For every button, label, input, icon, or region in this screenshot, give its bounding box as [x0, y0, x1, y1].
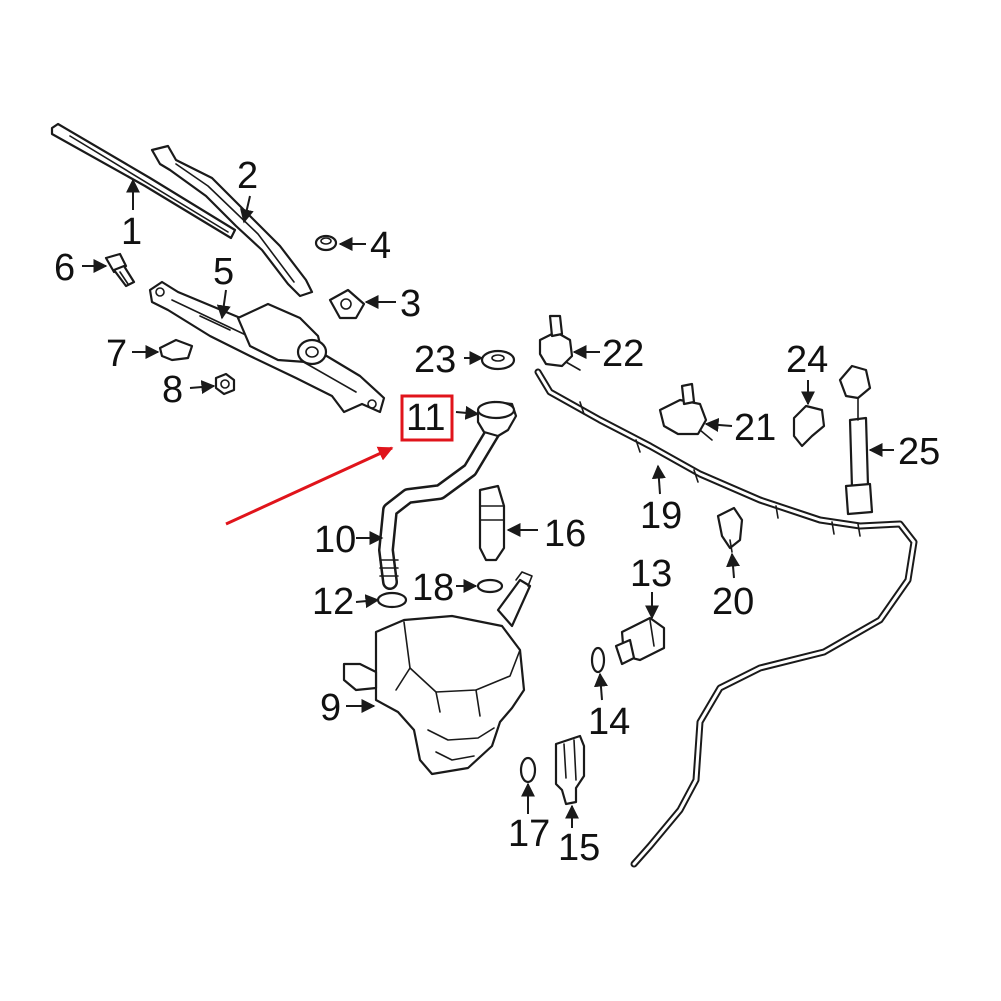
part-23-grommet[interactable]: [480, 349, 516, 371]
callout-23: 23: [414, 339, 456, 381]
callout-19: 19: [640, 495, 682, 537]
part-13-level-sensor[interactable]: [614, 616, 666, 666]
part-21-washer-nozzle[interactable]: [658, 382, 713, 441]
part-6-bolt[interactable]: [104, 252, 136, 288]
callout-21: 21: [734, 407, 776, 449]
callout-18: 18: [412, 567, 454, 609]
highlight-target: [225, 394, 454, 526]
part-18-grommet[interactable]: [476, 578, 504, 594]
callout-25: 25: [898, 431, 940, 473]
callout-17: 17: [508, 813, 550, 855]
part-9-washer-reservoir[interactable]: [342, 571, 533, 776]
part-17-grommet[interactable]: [519, 756, 537, 784]
callout-4: 4: [370, 225, 391, 267]
part-4-cap[interactable]: [314, 234, 338, 252]
callout-6: 6: [54, 247, 75, 289]
callout-5: 5: [213, 251, 234, 293]
highlight-box: [400, 394, 454, 442]
callout-1: 1: [121, 211, 142, 253]
callout-8: 8: [162, 369, 183, 411]
callout-9: 9: [320, 687, 341, 729]
part-16-pump-motor[interactable]: [478, 484, 506, 562]
callout-14: 14: [588, 701, 630, 743]
part-3-pad-hole: [340, 298, 352, 310]
callout-labels: 1 2 3 4 5 6 7 8 9 10 11 12 13 14 15 16 1…: [54, 155, 940, 869]
part-20-hose-clip[interactable]: [716, 506, 744, 553]
leader-lines: [82, 178, 894, 828]
highlight-arrow: [225, 446, 394, 526]
part-24-nozzle-bracket[interactable]: [792, 404, 826, 448]
callout-12: 12: [312, 581, 354, 623]
part-7-clip[interactable]: [158, 338, 194, 362]
part-11-filler-cap[interactable]: [476, 400, 518, 438]
callout-16: 16: [544, 513, 586, 555]
part-1-wiper-blade[interactable]: [50, 122, 237, 240]
part-25-headlamp-washer-nozzle[interactable]: [838, 364, 874, 516]
part-3-pad[interactable]: [328, 288, 366, 320]
callout-11: 11: [406, 397, 445, 439]
callout-13: 13: [630, 553, 672, 595]
callout-24: 24: [786, 339, 828, 381]
callout-3: 3: [400, 283, 421, 325]
callout-10: 10: [314, 519, 356, 561]
part-19-washer-hose[interactable]: [534, 368, 918, 868]
part-14-o-ring[interactable]: [590, 646, 606, 674]
callout-7: 7: [106, 333, 127, 375]
part-2-wiper-arm[interactable]: [150, 144, 314, 298]
callout-2: 2: [237, 155, 258, 197]
part-10-filler-neck[interactable]: [378, 422, 502, 590]
part-22-washer-nozzle[interactable]: [538, 314, 581, 371]
callout-15: 15: [558, 827, 600, 869]
part-15-washer-pump[interactable]: [554, 734, 586, 806]
part-12-o-ring[interactable]: [376, 591, 408, 609]
part-8-nut[interactable]: [214, 372, 236, 396]
callout-22: 22: [602, 333, 644, 375]
callout-20: 20: [712, 581, 754, 623]
